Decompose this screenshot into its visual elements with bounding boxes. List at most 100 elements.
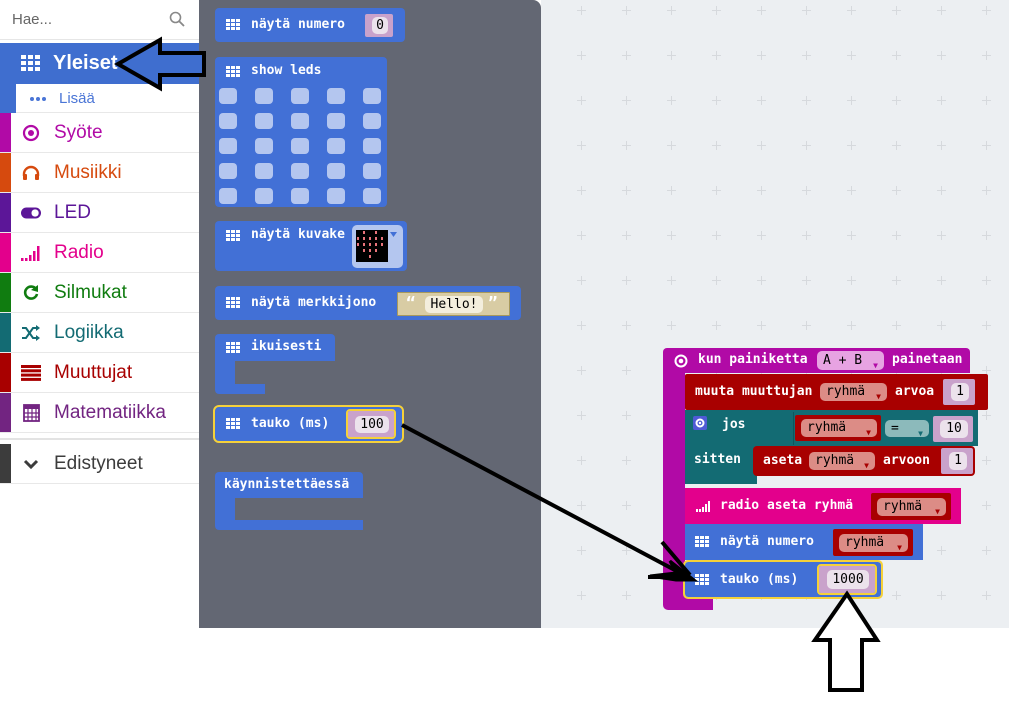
block-show-number[interactable]: näytä numero 0 (215, 8, 405, 42)
led-cell[interactable] (327, 113, 345, 129)
block-radio-set-group[interactable]: radio aseta ryhmä ryhmä▼ (685, 488, 961, 524)
category-matematiikka[interactable]: Matematiikka (0, 393, 199, 433)
category-logiikka[interactable]: Logiikka (0, 313, 199, 353)
subcategory-lisaa[interactable]: Lisää (16, 84, 199, 113)
category-silmukat[interactable]: Silmukat (0, 273, 199, 313)
block-pause[interactable]: tauko (ms) 100 (213, 405, 404, 443)
category-led[interactable]: LED (0, 193, 199, 233)
block-pause-1000[interactable]: tauko (ms) 1000 (683, 560, 883, 599)
category-edistyneet[interactable]: Edistyneet (0, 444, 199, 484)
string-value[interactable]: Hello! (425, 296, 483, 313)
led-cell[interactable] (291, 113, 309, 129)
variable-reporter[interactable]: ryhmä▼ (871, 493, 951, 520)
block-show-number-var[interactable]: näytä numero ryhmä▼ (685, 524, 923, 560)
led-cell[interactable] (219, 188, 237, 204)
grid-cross (982, 6, 991, 15)
category-yleiset[interactable]: Yleiset (0, 43, 199, 84)
led-cell[interactable] (327, 163, 345, 179)
variable-dropdown[interactable]: ryhmä▼ (839, 534, 908, 552)
led-cell[interactable] (327, 138, 345, 154)
block-on-button-pressed[interactable]: kun painiketta A + B▼ painetaan (663, 348, 970, 373)
grid-cross (577, 186, 586, 195)
led-cell[interactable] (291, 163, 309, 179)
led-cell[interactable] (291, 188, 309, 204)
number-input[interactable]: 1 (949, 452, 967, 470)
dropdown-arrow-icon: ▼ (918, 429, 923, 438)
category-musiikki[interactable]: Musiikki (0, 153, 199, 193)
divider (0, 438, 199, 440)
grid-cross (712, 51, 721, 60)
refresh-icon (21, 284, 41, 302)
led-cell[interactable] (291, 138, 309, 154)
block-change-variable[interactable]: muuta muuttujan ryhmä▼ arvoa 1 (685, 374, 988, 410)
grid-cross (892, 276, 901, 285)
led-cell[interactable] (327, 88, 345, 104)
block-set-variable[interactable]: aseta ryhmä▼ arvoon 1 (753, 446, 975, 476)
grid-cross (802, 51, 811, 60)
variable-dropdown[interactable]: ryhmä▼ (820, 383, 887, 401)
gear-icon[interactable] (693, 416, 707, 430)
category-syote[interactable]: Syöte (0, 113, 199, 153)
grid-cross (802, 231, 811, 240)
grid-cross (847, 51, 856, 60)
led-cell[interactable] (291, 88, 309, 104)
block-flyout: näytä numero 0 show leds näytä kuvake (199, 0, 541, 628)
operator-dropdown[interactable]: =▼ (885, 420, 929, 438)
grid-cross (757, 231, 766, 240)
number-input[interactable]: 0 (372, 17, 388, 34)
grid-cross (982, 186, 991, 195)
pause-input[interactable]: 1000 (827, 570, 869, 589)
pause-input[interactable]: 100 (355, 416, 389, 433)
grid-cross (757, 6, 766, 15)
grid-cross (622, 591, 631, 600)
number-input[interactable]: 10 (940, 420, 968, 438)
search-icon[interactable] (169, 11, 185, 27)
search-input[interactable] (12, 8, 162, 30)
grid-cross (622, 411, 631, 420)
category-radio[interactable]: Radio (0, 233, 199, 273)
led-cell[interactable] (255, 113, 273, 129)
button-dropdown[interactable]: A + B▼ (817, 351, 884, 370)
workspace-canvas[interactable]: kun painiketta A + B▼ painetaan muuta mu… (541, 0, 1009, 628)
grid-cross (937, 231, 946, 240)
block-show-leds[interactable]: show leds (215, 57, 387, 207)
grid-cross (577, 501, 586, 510)
grid-cross (802, 6, 811, 15)
led-cell[interactable] (363, 188, 381, 204)
grid-cross (937, 321, 946, 330)
category-muuttujat[interactable]: Muuttujat (0, 353, 199, 393)
led-cell[interactable] (363, 163, 381, 179)
grid-cross (937, 51, 946, 60)
led-cell[interactable] (363, 88, 381, 104)
led-cell[interactable] (363, 138, 381, 154)
variable-dropdown[interactable]: ryhmä▼ (809, 452, 875, 470)
variable-reporter[interactable]: ryhmä▼ (795, 415, 881, 441)
variable-reporter[interactable]: ryhmä▼ (833, 529, 913, 556)
block-show-string[interactable]: näytä merkkijono “ Hello! ” (215, 286, 521, 320)
led-cell[interactable] (255, 88, 273, 104)
variable-dropdown[interactable]: ryhmä▼ (877, 498, 946, 516)
led-cell[interactable] (219, 113, 237, 129)
grid-cross (847, 186, 856, 195)
block-on-start[interactable]: käynnistettäessä (215, 472, 363, 498)
number-input[interactable]: 1 (951, 383, 969, 401)
block-if-then[interactable]: jos ryhmä▼ =▼ 10 (685, 410, 978, 446)
grid-cross (622, 186, 631, 195)
led-cell[interactable] (219, 163, 237, 179)
led-cell[interactable] (219, 138, 237, 154)
signal-icon (21, 244, 41, 262)
string-input-block[interactable]: “ Hello! ” (397, 292, 510, 316)
grid-cross (622, 6, 631, 15)
led-cell[interactable] (363, 113, 381, 129)
grid-cross (982, 456, 991, 465)
led-cell[interactable] (327, 188, 345, 204)
led-cell[interactable] (255, 188, 273, 204)
led-cell[interactable] (255, 163, 273, 179)
block-show-icon[interactable]: näytä kuvake (215, 221, 407, 271)
grid-cross (577, 6, 586, 15)
block-forever[interactable]: ikuisesti (215, 334, 335, 361)
icon-picker[interactable] (352, 225, 403, 268)
variable-dropdown[interactable]: ryhmä▼ (801, 419, 877, 437)
led-cell[interactable] (255, 138, 273, 154)
led-cell[interactable] (219, 88, 237, 104)
